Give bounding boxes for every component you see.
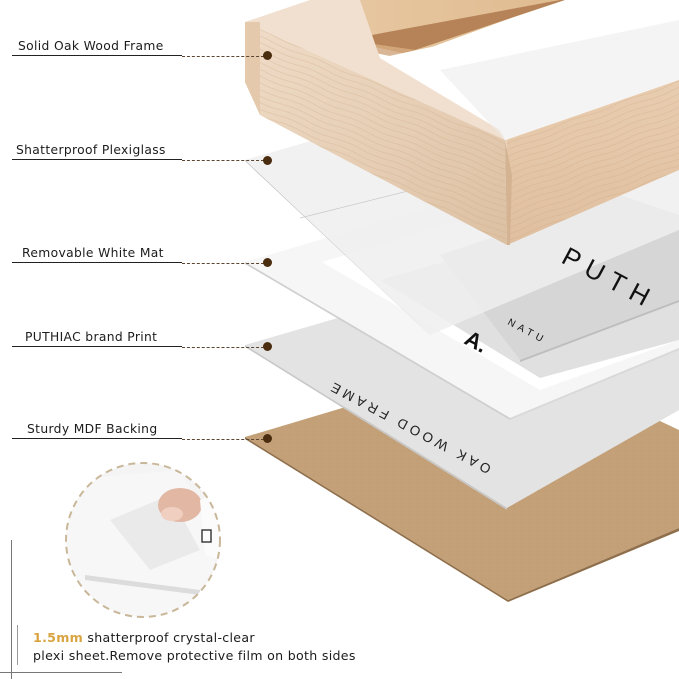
caption-line-2: plexi sheet.Remove protective film on bo… (33, 647, 356, 663)
label-plexiglass: Shatterproof Plexiglass (12, 140, 182, 160)
caption-accent-line (17, 625, 18, 665)
corner-vertical-line (11, 540, 12, 679)
corner-horizontal-line (0, 672, 122, 673)
label-oak-frame: Solid Oak Wood Frame (12, 36, 182, 56)
oak-frame-layer (245, 0, 679, 245)
leader-line (182, 439, 264, 440)
caption-line-1: 1.5mm shatterproof crystal-clear (33, 629, 356, 647)
plexi-caption: 1.5mm shatterproof crystal-clear plexi s… (33, 629, 356, 664)
leader-line (182, 160, 264, 161)
label-text: Removable White Mat (22, 246, 164, 260)
leader-line (182, 347, 264, 348)
label-text: Shatterproof Plexiglass (16, 143, 166, 157)
label-text: Sturdy MDF Backing (27, 422, 158, 436)
label-brand-print: PUTHIAC brand Print (12, 327, 182, 347)
pointer-dot (263, 51, 272, 60)
plexi-film-inset (65, 462, 221, 618)
label-text: Solid Oak Wood Frame (18, 39, 164, 53)
pointer-dot (263, 258, 272, 267)
label-mdf-backing: Sturdy MDF Backing (12, 419, 182, 439)
pointer-dot (263, 342, 272, 351)
label-text: PUTHIAC brand Print (25, 330, 158, 344)
leader-line (182, 263, 264, 264)
thickness-highlight: 1.5mm (33, 630, 84, 645)
label-white-mat: Removable White Mat (12, 243, 182, 263)
pointer-dot (263, 156, 272, 165)
pointer-dot (263, 434, 272, 443)
caption-line-1-text: shatterproof crystal-clear (83, 630, 255, 645)
leader-line (182, 56, 264, 57)
